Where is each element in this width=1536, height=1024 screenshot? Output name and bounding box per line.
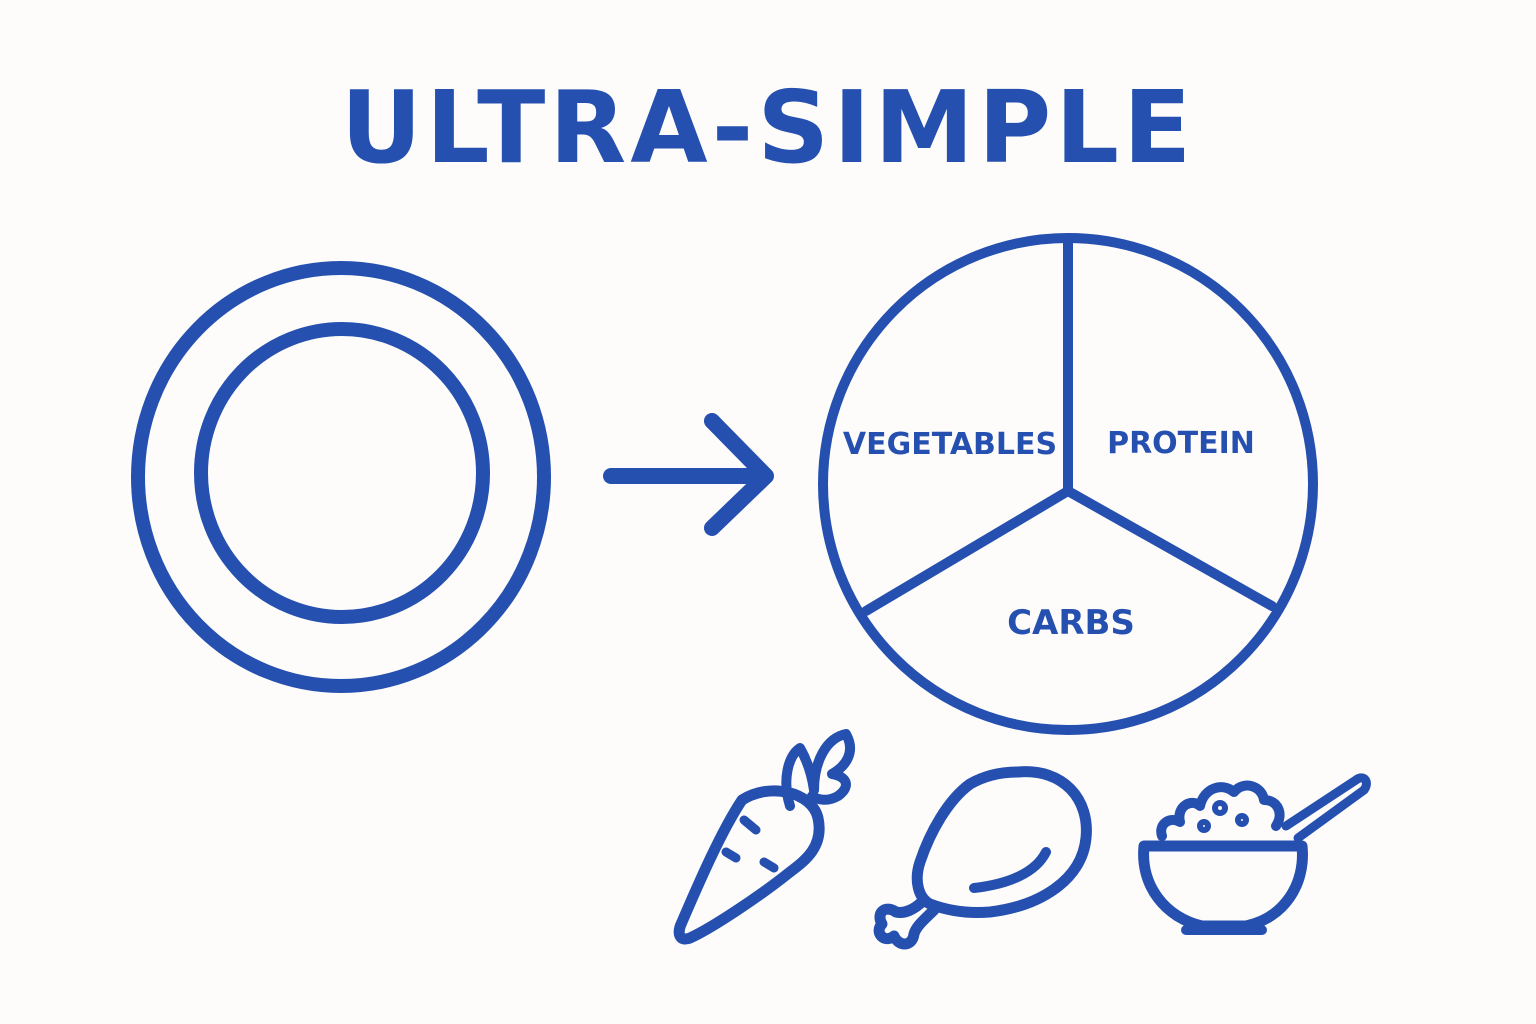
segment-label-protein: PROTEIN [1107, 426, 1255, 461]
segment-label-carbs: CARBS [1007, 603, 1135, 643]
carrot-icon [673, 729, 855, 945]
rice-bowl-icon [1138, 773, 1371, 935]
divider-left [861, 486, 1073, 616]
right-arrow-icon [603, 413, 774, 536]
empty-plate-icon [131, 261, 551, 693]
page-title: ULTRA-SIMPLE [340, 69, 1196, 186]
chicken-leg-icon [873, 766, 1092, 950]
divider-right [1063, 486, 1277, 611]
segment-label-vegetables: VEGETABLES [843, 427, 1057, 462]
divided-plate: VEGETABLES PROTEIN CARBS [818, 233, 1318, 735]
